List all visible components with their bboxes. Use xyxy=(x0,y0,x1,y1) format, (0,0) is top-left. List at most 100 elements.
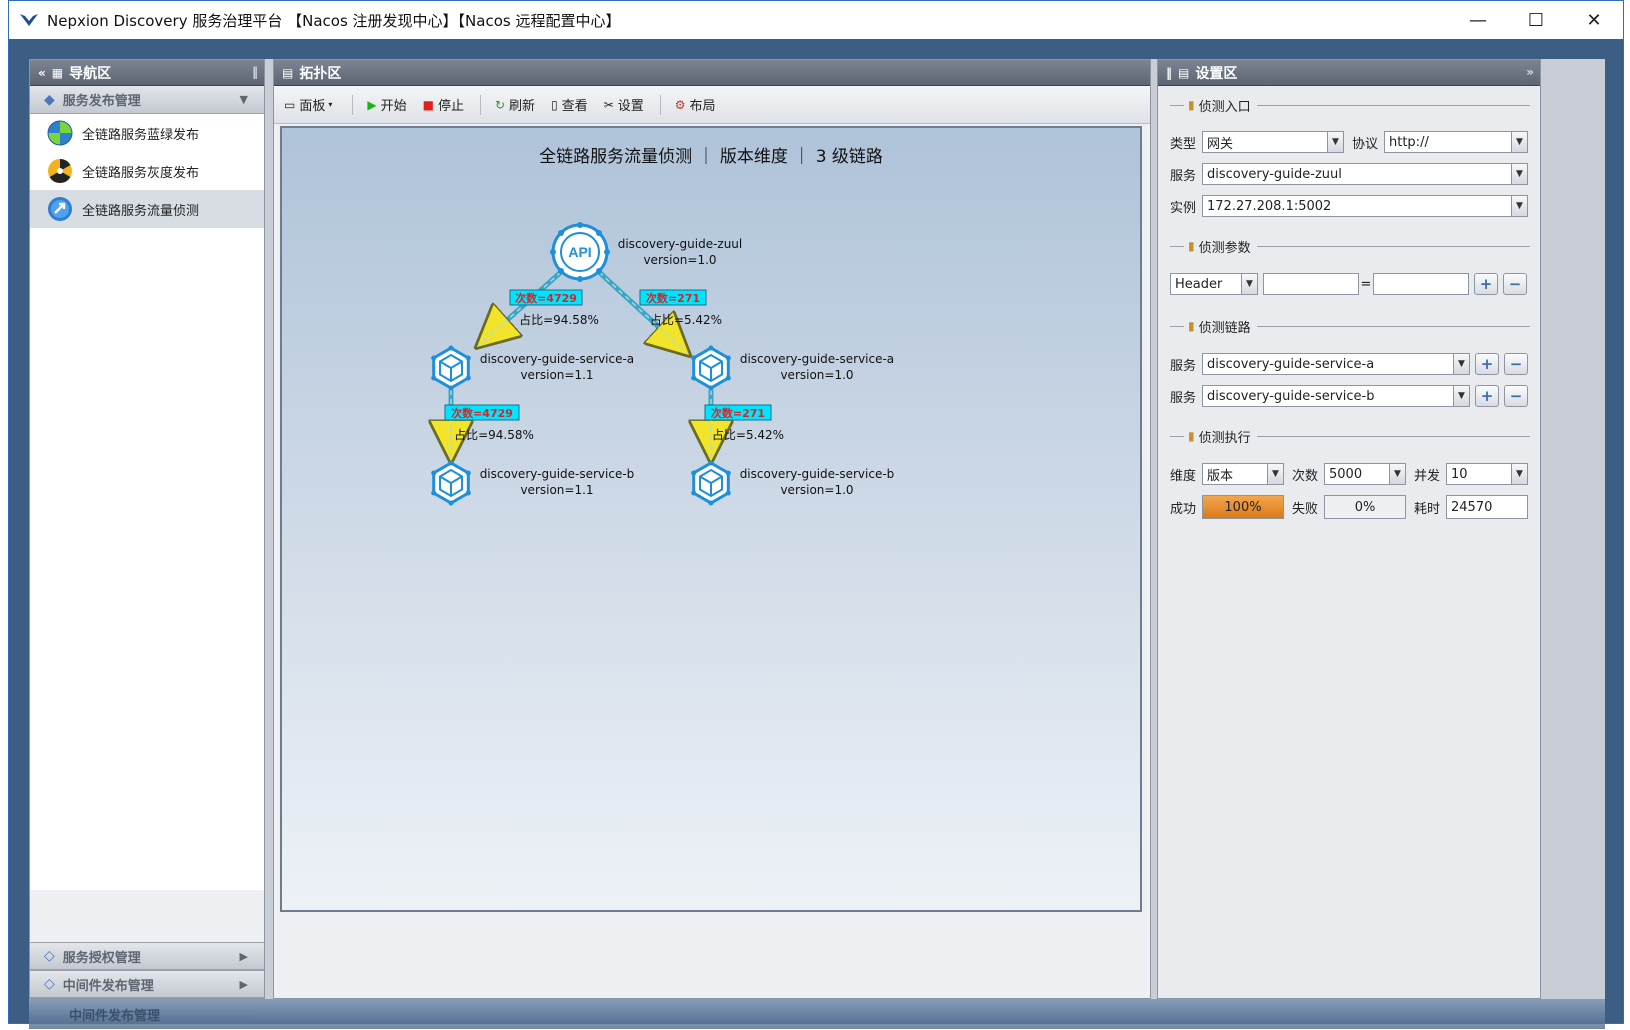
collapse-right-icon[interactable]: » xyxy=(1526,65,1534,79)
concurrency-select[interactable]: 10 ▼ xyxy=(1446,463,1528,485)
collapse-left-icon[interactable]: « xyxy=(38,65,46,80)
dropdown-arrow-icon: ▼ xyxy=(1241,274,1257,294)
chevron-down-icon: ▼ xyxy=(239,93,248,106)
nav-group-service-release[interactable]: ◆ 服务发布管理 ▼ xyxy=(30,86,264,114)
divider xyxy=(1170,245,1184,247)
add-chain-button[interactable]: + xyxy=(1475,385,1499,407)
node-name: discovery-guide-zuul xyxy=(618,237,743,251)
add-chain-button[interactable]: + xyxy=(1475,353,1499,375)
nav-item-traffic-inspect[interactable]: 全链路服务流量侦测 xyxy=(30,190,264,228)
section-params: ▮ 侦测参数 xyxy=(1170,237,1530,256)
success-value: 100% xyxy=(1224,499,1262,515)
node-service-b-1-1[interactable] xyxy=(429,459,473,507)
nav-bottom-groups: ◇ 服务授权管理 ▶ ◇ 中间件发布管理 ▶ xyxy=(30,942,264,998)
dropdown-arrow-icon: ▼ xyxy=(1267,464,1283,484)
node-name: discovery-guide-service-b xyxy=(480,467,635,481)
settings-icon: ▤ xyxy=(1178,65,1190,80)
remove-chain-button[interactable]: − xyxy=(1504,353,1528,375)
row-chain-service: 服务 discovery-guide-service-b ▼ + − xyxy=(1170,384,1530,408)
nav-item-label: 全链路服务流量侦测 xyxy=(82,203,200,219)
panel-button[interactable]: ▭ 面板 ▾ xyxy=(284,95,336,115)
book-icon: ▮ xyxy=(1188,319,1195,333)
diamond-icon: ◇ xyxy=(44,948,55,964)
node-service-a-1-0[interactable] xyxy=(689,344,733,392)
chain-service-select[interactable]: discovery-guide-service-a ▼ xyxy=(1202,353,1470,375)
topology-toolbar: ▭ 面板 ▾ ▶ 开始 ■ 停止 ↻ xyxy=(274,86,1150,124)
settings-button[interactable]: ✂ 设置 xyxy=(604,95,644,115)
chain-service-select[interactable]: discovery-guide-service-b ▼ xyxy=(1202,385,1470,407)
protocol-label: 协议 xyxy=(1352,136,1379,152)
remove-param-button[interactable]: − xyxy=(1503,273,1527,295)
divider xyxy=(1256,435,1530,437)
edge-badge: 次数=4729 xyxy=(444,404,520,421)
start-button[interactable]: ▶ 开始 xyxy=(367,95,406,115)
settings-panel-title: 设置区 xyxy=(1195,65,1238,82)
nav-icon: ▦ xyxy=(51,65,64,80)
service-select[interactable]: discovery-guide-zuul ▼ xyxy=(1202,163,1528,185)
diamond-icon: ◆ xyxy=(44,91,55,108)
node-name: discovery-guide-service-a xyxy=(480,352,634,366)
settings-panel: ‖ ▤ 设置区 » ▮ 侦测入口 类型 网关 ▼ xyxy=(1157,59,1541,999)
topology-canvas[interactable]: 全链路服务流量侦测 ｜ 版本维度 ｜ 3 级链路 xyxy=(280,126,1142,912)
edge-ratio: 占比=5.42% xyxy=(712,427,784,442)
node-service-b-1-0[interactable] xyxy=(689,459,733,507)
reflection-strip: 中间件发布管理 xyxy=(29,999,1605,1029)
book-icon: ▮ xyxy=(1188,429,1195,443)
stop-button[interactable]: ■ 停止 xyxy=(423,95,464,115)
dimension-select[interactable]: 版本 ▼ xyxy=(1202,463,1284,485)
divider xyxy=(1256,245,1530,247)
nav-group-middleware[interactable]: ◇ 中间件发布管理 ▶ xyxy=(30,970,264,998)
toolbar-separator xyxy=(352,94,354,115)
node-service-a-1-1[interactable] xyxy=(429,344,473,392)
layout-label: 布局 xyxy=(689,99,716,114)
nav-list: 全链路服务蓝绿发布 全链路服务灰度发布 xyxy=(30,114,264,890)
layout-button[interactable]: ⚙ 布局 xyxy=(675,95,716,115)
fail-label: 失败 xyxy=(1292,501,1319,517)
row-type-protocol: 类型 网关 ▼ 协议 http:// ▼ xyxy=(1170,130,1530,154)
toolbar-separator xyxy=(659,94,661,115)
param-kind-select[interactable]: Header ▼ xyxy=(1170,273,1258,295)
view-label: 查看 xyxy=(561,99,588,114)
row-chain-service: 服务 discovery-guide-service-a ▼ + − xyxy=(1170,352,1530,376)
instance-select[interactable]: 172.27.208.1:5002 ▼ xyxy=(1202,195,1528,217)
maximize-button[interactable]: ☐ xyxy=(1527,9,1545,31)
nepxion-logo-icon xyxy=(20,14,38,26)
edge-badge: 次数=271 xyxy=(639,289,707,306)
remove-chain-button[interactable]: − xyxy=(1504,385,1528,407)
refresh-icon: ↻ xyxy=(494,97,506,112)
fail-progress: 0% xyxy=(1324,495,1406,519)
add-param-button[interactable]: + xyxy=(1474,273,1498,295)
nav-group-auth[interactable]: ◇ 服务授权管理 ▶ xyxy=(30,942,264,970)
edge-zuul-to-a11[interactable] xyxy=(478,270,563,346)
close-button[interactable]: ✕ xyxy=(1586,9,1602,31)
count-label: 次数 xyxy=(1292,468,1319,484)
edge-zuul-to-a10[interactable] xyxy=(597,270,688,354)
refresh-button[interactable]: ↻ 刷新 xyxy=(494,95,535,115)
param-value-input[interactable] xyxy=(1373,273,1469,295)
chevron-right-icon: ▶ xyxy=(239,949,248,963)
success-progress: 100% xyxy=(1202,495,1284,519)
toolbar-separator xyxy=(479,94,481,115)
plus-icon: + xyxy=(1480,355,1494,373)
type-value: 网关 xyxy=(1207,136,1234,152)
instance-label: 实例 xyxy=(1170,200,1197,216)
play-icon: ▶ xyxy=(367,97,377,112)
node-gateway-zuul[interactable]: API xyxy=(550,222,610,282)
protocol-select[interactable]: http:// ▼ xyxy=(1384,131,1528,153)
nav-item-gray-release[interactable]: 全链路服务灰度发布 xyxy=(30,152,264,190)
param-key-input[interactable] xyxy=(1263,273,1359,295)
view-button[interactable]: ▯ 查看 xyxy=(551,95,588,115)
grip-icon[interactable]: ‖ xyxy=(252,65,258,79)
nav-item-blue-green[interactable]: 全链路服务蓝绿发布 xyxy=(30,114,264,152)
minimize-button[interactable]: — xyxy=(1469,9,1487,31)
node-version: version=1.0 xyxy=(780,483,853,497)
chain-service-value: discovery-guide-service-b xyxy=(1207,388,1375,404)
topology-title: 全链路服务流量侦测 ｜ 版本维度 ｜ 3 级链路 xyxy=(539,147,883,167)
type-select[interactable]: 网关 ▼ xyxy=(1202,131,1344,153)
edge-count: 次数=271 xyxy=(711,406,765,420)
node-name: discovery-guide-service-b xyxy=(740,467,895,481)
section-title: 侦测参数 xyxy=(1198,240,1251,256)
count-select[interactable]: 5000 ▼ xyxy=(1324,463,1406,485)
dropdown-arrow-icon: ▼ xyxy=(1511,132,1527,152)
grip-icon[interactable]: ‖ xyxy=(1166,65,1172,80)
